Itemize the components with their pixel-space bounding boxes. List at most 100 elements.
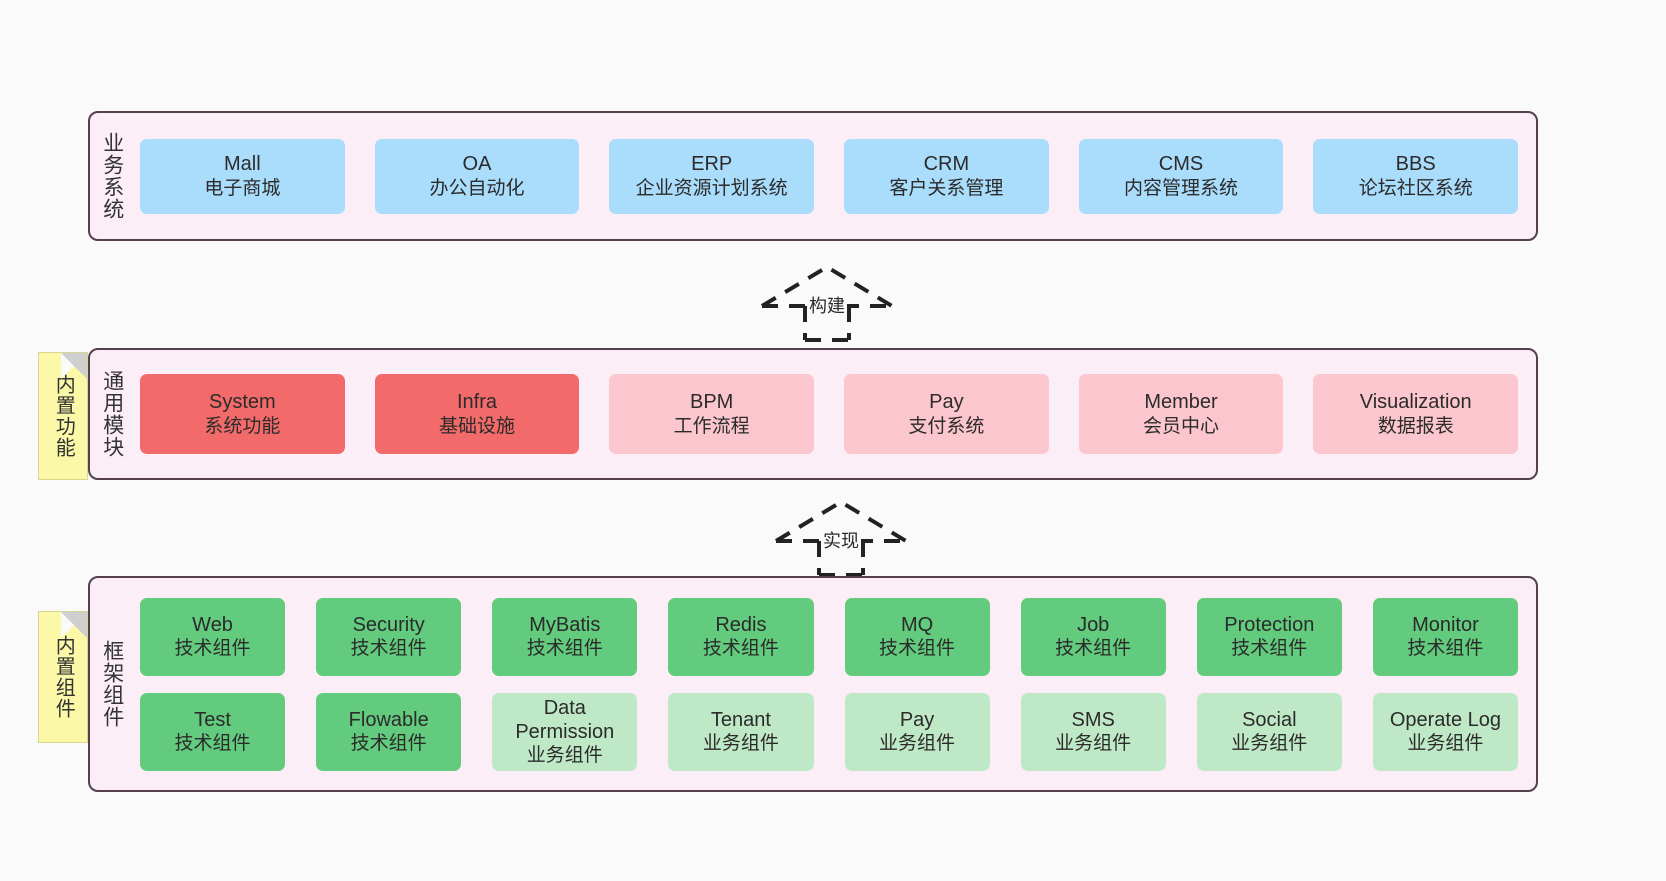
node-flowable-desc: 技术组件 [350,733,427,755]
node-pay-module-name: Pay [929,391,964,414]
node-bpm-name: BPM [690,391,734,414]
node-sms-desc: 业务组件 [1055,733,1132,755]
node-monitor[interactable]: Monitor 技术组件 [1372,597,1518,676]
node-mybatis[interactable]: MyBatis 技术组件 [492,597,638,676]
node-cms-desc: 内容管理系统 [1124,177,1239,199]
node-protection[interactable]: Protection 技术组件 [1196,597,1342,676]
layer-framework-components-label: 框架组件 [100,640,124,728]
node-monitor-desc: 技术组件 [1407,638,1484,660]
node-test[interactable]: Test 技术组件 [140,692,286,771]
node-protection-name: Protection [1224,613,1315,636]
node-sms-name: SMS [1071,708,1115,731]
connector-build: 构建 [757,262,897,342]
note-fold-corner-icon [61,353,87,379]
layer-framework-components: 框架组件 Web 技术组件 Security 技术组件 MyBatis 技术组件… [88,576,1538,792]
node-visualization[interactable]: Visualization 数据报表 [1313,374,1519,454]
node-oa-desc: 办公自动化 [429,177,525,199]
node-pay-component-name: Pay [899,708,935,731]
node-test-desc: 技术组件 [174,733,251,755]
note-builtin-function: 内置功能 [38,352,88,480]
node-protection-desc: 技术组件 [1231,638,1308,660]
node-mybatis-name: MyBatis [529,613,601,636]
node-job[interactable]: Job 技术组件 [1020,597,1166,676]
node-data-permission-desc: 业务组件 [526,745,603,767]
node-crm-desc: 客户关系管理 [889,177,1004,199]
node-member-name: Member [1144,391,1218,414]
node-bpm[interactable]: BPM 工作流程 [609,374,815,454]
node-sms[interactable]: SMS 业务组件 [1020,692,1166,771]
node-crm-name: CRM [923,153,970,176]
node-mall-name: Mall [224,153,261,176]
layer-business-systems: 业务系统 Mall 电子商城 OA 办公自动化 ERP 企业资源计划系统 CRM… [88,111,1538,241]
node-bbs-name: BBS [1395,153,1436,176]
node-operate-log-name: Operate Log [1389,708,1502,731]
note-fold-corner-2-icon [61,612,87,638]
node-redis-name: Redis [715,613,767,636]
node-flowable[interactable]: Flowable 技术组件 [316,692,462,771]
node-monitor-name: Monitor [1412,613,1479,636]
node-infra-desc: 基础设施 [439,415,516,437]
node-flowable-name: Flowable [348,708,429,731]
node-cms[interactable]: CMS 内容管理系统 [1078,138,1284,214]
note-builtin-component-label: 内置组件 [52,635,75,719]
layer-framework-components-body: Web 技术组件 Security 技术组件 MyBatis 技术组件 Redi… [134,578,1536,790]
node-infra[interactable]: Infra 基础设施 [374,374,580,454]
node-oa[interactable]: OA 办公自动化 [374,138,580,214]
node-pay-module-desc: 支付系统 [908,415,985,437]
node-tenant[interactable]: Tenant 业务组件 [668,692,814,771]
node-operate-log-desc: 业务组件 [1407,733,1484,755]
node-redis[interactable]: Redis 技术组件 [668,597,814,676]
node-pay-module[interactable]: Pay 支付系统 [844,374,1049,454]
common-modules-row: System 系统功能 Infra 基础设施 BPM 工作流程 Pay 支付系统… [140,374,1519,454]
node-web-desc: 技术组件 [174,638,251,660]
node-mall-desc: 电子商城 [204,177,281,199]
node-job-name: Job [1077,613,1110,636]
node-mq[interactable]: MQ 技术组件 [844,597,990,676]
node-erp-desc: 企业资源计划系统 [635,177,788,199]
node-member[interactable]: Member 会员中心 [1078,374,1284,454]
layer-common-modules: 通用模块 System 系统功能 Infra 基础设施 BPM 工作流程 Pay… [88,348,1538,480]
node-tenant-name: Tenant [710,708,771,731]
node-security[interactable]: Security 技术组件 [316,597,462,676]
connector-build-label: 构建 [807,292,847,318]
node-visualization-desc: 数据报表 [1377,415,1454,437]
node-job-desc: 技术组件 [1055,638,1132,660]
node-data-permission[interactable]: Data Permission 业务组件 [492,692,638,771]
node-social-desc: 业务组件 [1231,733,1308,755]
framework-business-row: Test 技术组件 Flowable 技术组件 Data Permission … [140,692,1518,771]
node-security-desc: 技术组件 [350,638,427,660]
node-data-permission-name: Data Permission [515,696,615,743]
node-social-name: Social [1242,708,1297,731]
node-web[interactable]: Web 技术组件 [140,597,286,676]
node-crm[interactable]: CRM 客户关系管理 [844,138,1049,214]
node-mq-desc: 技术组件 [879,638,956,660]
node-test-name: Test [194,708,231,731]
node-operate-log[interactable]: Operate Log 业务组件 [1372,692,1518,771]
node-bbs[interactable]: BBS 论坛社区系统 [1313,138,1519,214]
node-bpm-desc: 工作流程 [673,415,750,437]
node-pay-component[interactable]: Pay 业务组件 [844,692,990,771]
layer-business-systems-label: 业务系统 [100,132,124,220]
node-visualization-name: Visualization [1359,391,1472,414]
layer-common-modules-label: 通用模块 [100,370,124,458]
node-oa-name: OA [462,153,492,176]
layer-business-systems-body: Mall 电子商城 OA 办公自动化 ERP 企业资源计划系统 CRM 客户关系… [134,113,1536,239]
node-pay-component-desc: 业务组件 [879,733,956,755]
node-mall[interactable]: Mall 电子商城 [140,138,345,214]
node-system-desc: 系统功能 [204,415,281,437]
node-social[interactable]: Social 业务组件 [1196,692,1342,771]
framework-tech-row: Web 技术组件 Security 技术组件 MyBatis 技术组件 Redi… [140,597,1518,676]
note-builtin-component: 内置组件 [38,611,88,743]
node-cms-name: CMS [1158,153,1204,176]
node-erp[interactable]: ERP 企业资源计划系统 [609,138,815,214]
node-tenant-desc: 业务组件 [702,733,779,755]
note-builtin-function-label: 内置功能 [52,374,75,458]
node-web-name: Web [192,613,233,636]
node-mybatis-desc: 技术组件 [526,638,603,660]
node-bbs-desc: 论坛社区系统 [1358,177,1473,199]
node-system[interactable]: System 系统功能 [140,374,345,454]
node-redis-desc: 技术组件 [702,638,779,660]
node-member-desc: 会员中心 [1143,415,1220,437]
node-infra-name: Infra [456,391,498,414]
